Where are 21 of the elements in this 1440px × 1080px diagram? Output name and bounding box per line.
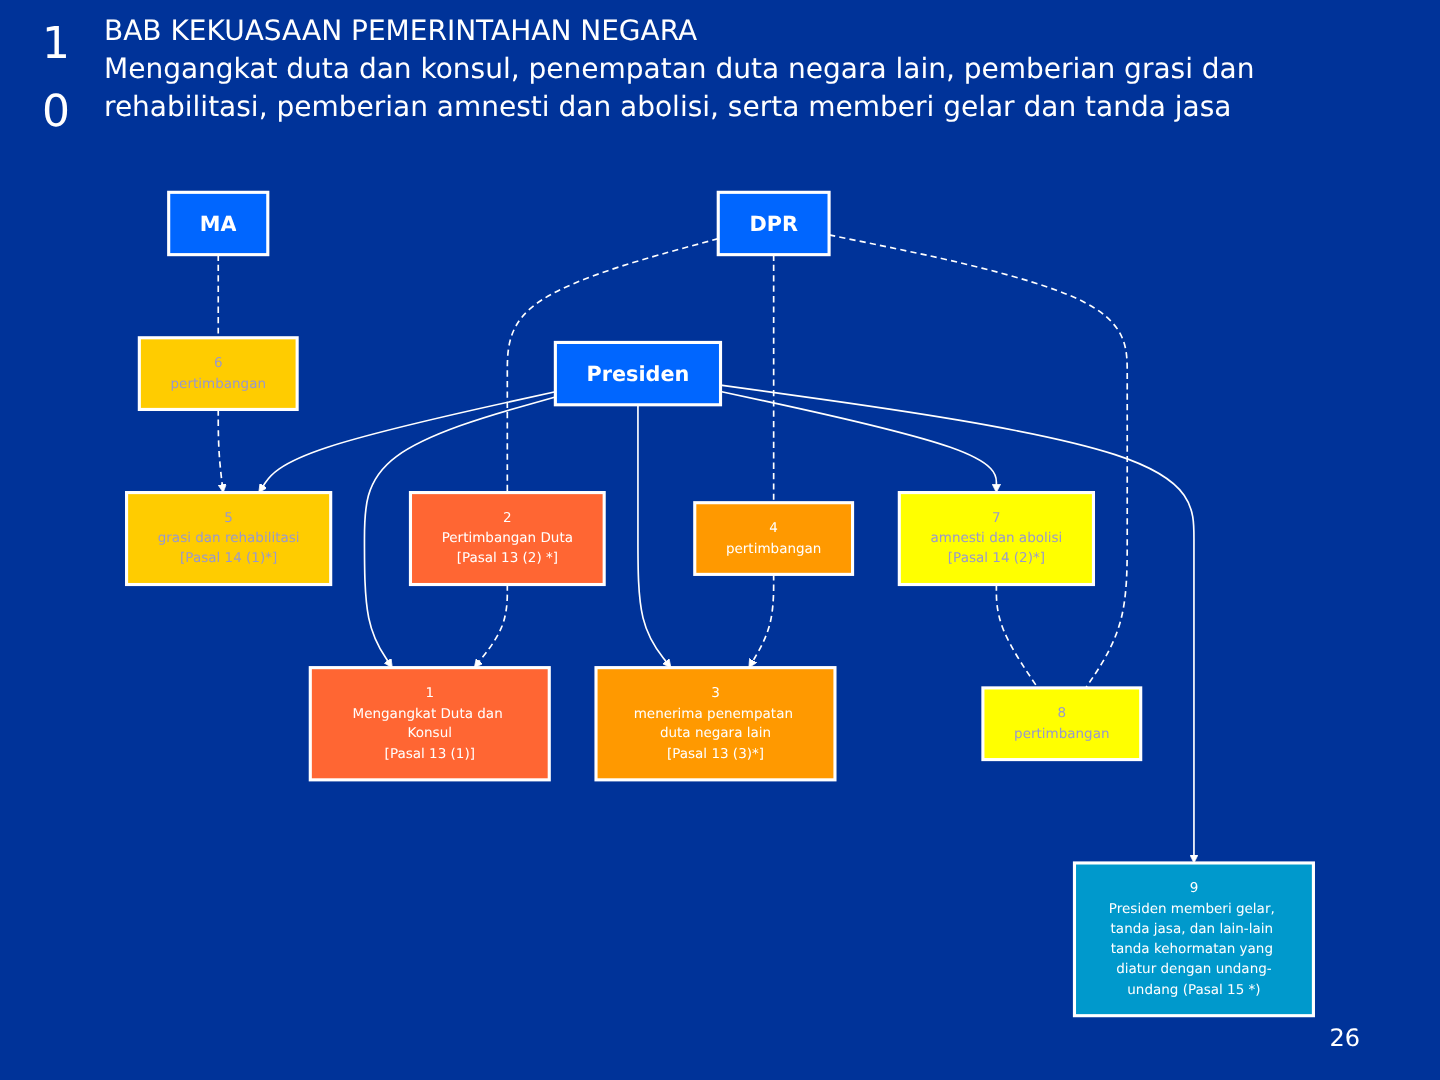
connector: [828, 234, 1129, 689]
slide-number-digit: 1: [40, 18, 72, 74]
arrow: [748, 573, 775, 669]
connector: [217, 253, 220, 339]
connector: [995, 583, 1039, 689]
arrow: [217, 408, 227, 493]
arrow: [719, 390, 1001, 493]
slide-number-digit: 0: [40, 86, 72, 142]
connector: [506, 237, 720, 494]
subtitle-text: Mengangkat duta dan konsul, penempatan duta negara lain, pemberian grasi dan rehabilitasi, pemberian amnesti dan abolisi, serta memberi gelar dan tanda jasa: [104, 52, 1257, 128]
page-number: 26: [1329, 1024, 1360, 1052]
arrow: [637, 403, 672, 669]
node-box: DPR: [716, 190, 831, 257]
slide-title: BAB KEKUASAAN PEMERINTAHAN NEGARA: [104, 16, 698, 48]
arrow: [258, 390, 557, 493]
arrow: [719, 384, 1199, 864]
node-box: Presiden: [553, 340, 723, 407]
node-box: MA: [167, 190, 270, 257]
arrow: [363, 396, 557, 669]
arrow: [473, 583, 509, 669]
connector: [772, 253, 775, 504]
